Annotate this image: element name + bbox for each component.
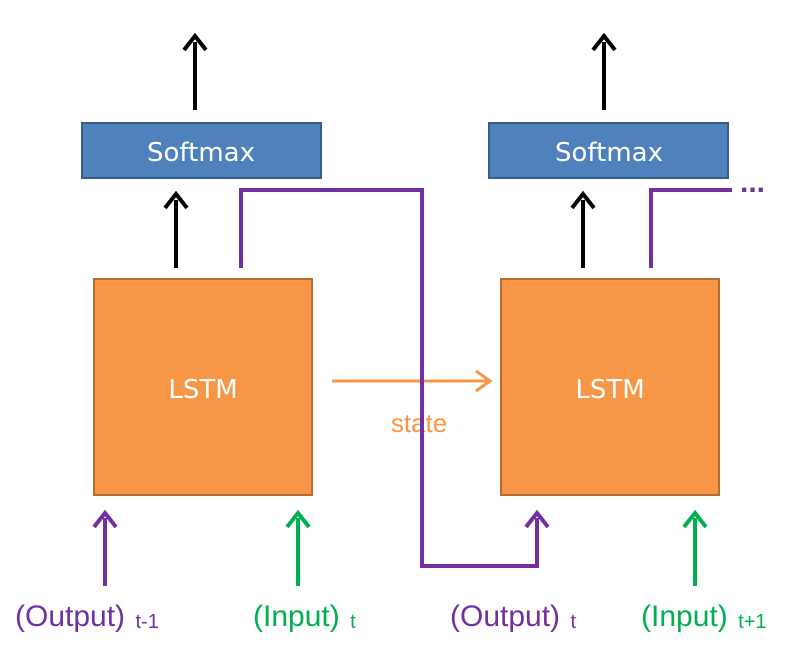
input-arrow-2	[682, 509, 708, 586]
output-label-1-sub: t-1	[136, 611, 159, 633]
feedback-path	[239, 188, 550, 568]
softmax-box-2: Softmax	[488, 122, 729, 179]
lstm-to-softmax-arrow-1	[163, 190, 189, 268]
output-label-1-main: (Output)	[15, 600, 125, 633]
input-label-1-sub: t	[350, 611, 356, 633]
lstm-label-1: LSTM	[168, 375, 237, 405]
input-arrow-1	[285, 509, 311, 586]
output-label-1: (Output) t-1	[15, 600, 159, 633]
output-label-2: (Output) t	[450, 600, 577, 633]
lstm-label-2: LSTM	[575, 375, 644, 405]
softmax-label-1: Softmax	[147, 138, 255, 168]
output-input-arrow-1	[92, 509, 118, 586]
input-label-1: (Input) t	[253, 600, 356, 633]
lstm-to-softmax-arrow-2	[570, 190, 596, 268]
output-label-2-sub: t	[571, 611, 577, 633]
softmax-label-2: Softmax	[555, 138, 663, 168]
softmax-output-arrow-1	[182, 32, 208, 110]
lstm-box-2: LSTM	[500, 278, 720, 496]
softmax-output-arrow-2	[591, 32, 617, 110]
input-label-1-main: (Input)	[253, 600, 340, 633]
input-label-2: (Input) t+1	[641, 600, 767, 633]
output-label-2-main: (Output)	[450, 600, 560, 633]
state-arrow	[332, 369, 493, 393]
lstm-box-1: LSTM	[93, 278, 313, 496]
continuation-ellipsis: ...	[740, 166, 765, 199]
input-label-2-sub: t+1	[738, 611, 766, 633]
state-label: state	[391, 408, 447, 438]
softmax-box-1: Softmax	[81, 122, 322, 179]
input-label-2-main: (Input)	[641, 600, 728, 633]
continuation-path	[649, 188, 732, 268]
